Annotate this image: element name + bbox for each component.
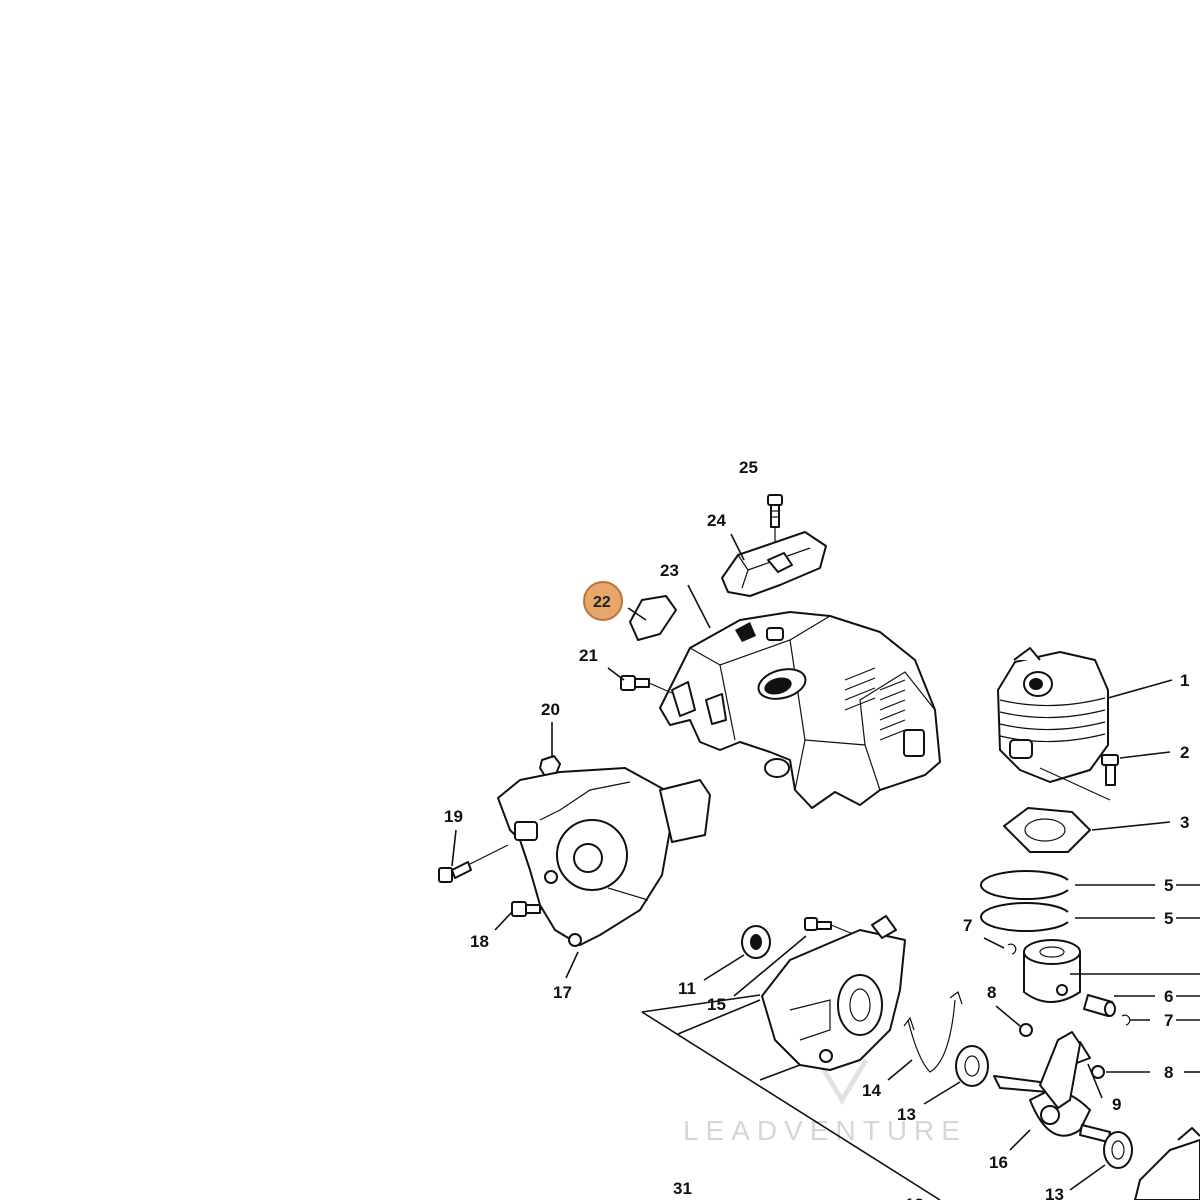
label-20[interactable]: 20 — [541, 700, 560, 719]
label-13b[interactable]: 13 — [1045, 1185, 1064, 1200]
highlight-badge-22[interactable] — [583, 581, 623, 621]
part-14-plate[interactable] — [903, 991, 963, 1073]
part-21-screw[interactable] — [620, 675, 673, 694]
label-21[interactable]: 21 — [579, 646, 598, 665]
part-23-shroud[interactable] — [659, 611, 941, 809]
part-16-crankshaft[interactable] — [993, 1031, 1111, 1143]
part-8-washer-a[interactable] — [1019, 1023, 1033, 1037]
leader-lines — [451, 533, 1200, 1200]
label-19[interactable]: 19 — [444, 807, 463, 826]
watermark-text: LEADVENTURE — [683, 1115, 967, 1146]
part-1-cylinder[interactable] — [997, 647, 1109, 783]
label-13a[interactable]: 13 — [897, 1105, 916, 1124]
part-3-gasket[interactable] — [1003, 807, 1091, 853]
label-16[interactable]: 16 — [989, 1153, 1008, 1172]
part-4-piston[interactable] — [1023, 939, 1081, 1003]
label-14[interactable]: 14 — [862, 1081, 881, 1100]
label-7b[interactable]: 7 — [1164, 1011, 1173, 1030]
part-13-bearing-b[interactable] — [1103, 1131, 1133, 1169]
label-8b[interactable]: 8 — [1164, 1063, 1173, 1082]
label-2[interactable]: 2 — [1180, 743, 1189, 762]
label-12[interactable]: 12 — [905, 1195, 924, 1200]
part-engine-partial[interactable] — [1134, 1127, 1200, 1200]
label-24[interactable]: 24 — [707, 511, 726, 530]
label-6[interactable]: 6 — [1164, 987, 1173, 1006]
part-17-fan-housing[interactable] — [497, 767, 711, 947]
part-13-bearing-a[interactable] — [955, 1045, 989, 1087]
label-22[interactable]: 22 — [593, 594, 611, 611]
watermark: LEADVENTURE — [683, 1058, 967, 1146]
part-19-bolt[interactable] — [438, 844, 509, 883]
label-1[interactable]: 1 — [1180, 671, 1189, 690]
part-5-ring-b[interactable] — [980, 902, 1069, 932]
part-22-plate[interactable] — [629, 595, 677, 641]
part-6-pin[interactable] — [1083, 994, 1116, 1017]
part-2-plug[interactable] — [1039, 754, 1119, 801]
part-24-cover[interactable] — [721, 531, 827, 597]
label-8a[interactable]: 8 — [987, 983, 996, 1002]
label-25[interactable]: 25 — [739, 458, 758, 477]
label-5b[interactable]: 5 — [1164, 909, 1173, 928]
label-31[interactable]: 31 — [673, 1179, 692, 1198]
label-18[interactable]: 18 — [470, 932, 489, 951]
label-5a[interactable]: 5 — [1164, 876, 1173, 895]
part-18-screw[interactable] — [511, 901, 549, 917]
part-7-clip-b[interactable] — [1121, 1014, 1131, 1026]
part-labels: 25 24 23 22 21 20 19 18 17 1 2 3 5 5 7 6… — [444, 458, 1189, 1200]
label-11[interactable]: 11 — [678, 979, 696, 998]
label-7a[interactable]: 7 — [963, 916, 972, 935]
label-3[interactable]: 3 — [1180, 813, 1189, 832]
label-23[interactable]: 23 — [660, 561, 679, 580]
part-11-seal[interactable] — [741, 925, 771, 959]
label-17[interactable]: 17 — [553, 983, 572, 1002]
part-7-clip-a[interactable] — [1007, 943, 1017, 955]
label-15[interactable]: 15 — [707, 995, 726, 1014]
part-12-crankcase[interactable] — [761, 915, 906, 1071]
label-9[interactable]: 9 — [1112, 1095, 1121, 1114]
part-5-ring-a[interactable] — [980, 870, 1069, 900]
